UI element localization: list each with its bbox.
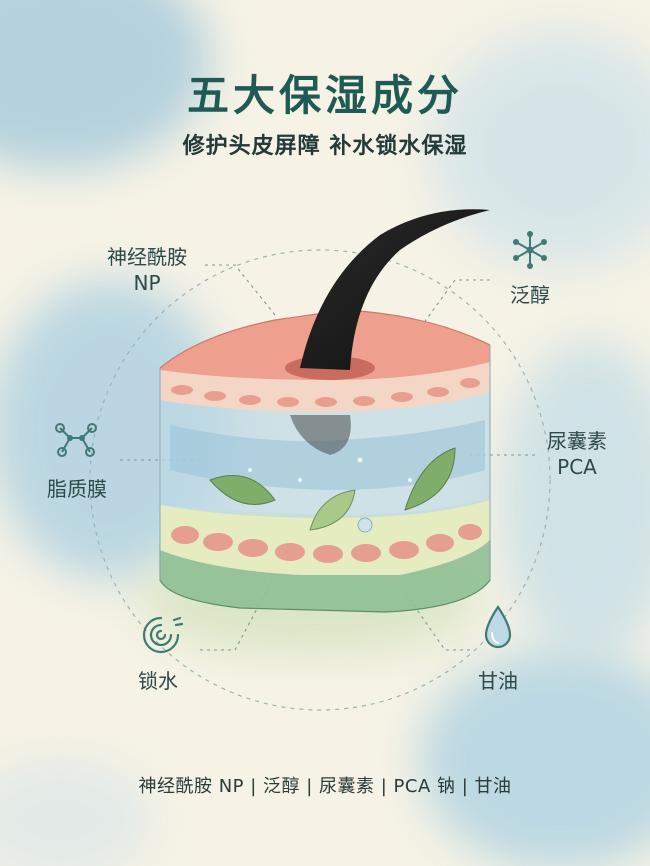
label-glycerin: 甘油 [478, 669, 518, 693]
molecule-icon [55, 423, 97, 457]
label-ceramide: 神经酰胺 NP [92, 244, 202, 296]
label-panthenol: 泛醇 [510, 283, 550, 307]
molecule-icon [513, 231, 547, 269]
skin-cross-section [159, 209, 491, 613]
label-allantoin-name: 尿囊素 [547, 429, 607, 453]
label-ceramide-type: NP [133, 271, 161, 295]
ingredient-list-footer: 神经酰胺 NP | 泛醇 | 尿囊素 | PCA 钠 | 甘油 [138, 776, 512, 797]
label-allantoin: 尿囊素 PCA [532, 428, 622, 480]
label-lipid-film: 脂质膜 [47, 477, 107, 501]
page-title: 五大保湿成分 [186, 71, 463, 120]
swirl-icon [142, 616, 184, 654]
label-ceramide-name: 神经酰胺 [107, 245, 187, 269]
page-subtitle: 修护头皮屏障 补水锁水保湿 [182, 134, 468, 159]
water-drop-icon [484, 605, 512, 649]
label-lock-water: 锁水 [138, 669, 178, 693]
label-allantoin-type: PCA [557, 455, 597, 479]
